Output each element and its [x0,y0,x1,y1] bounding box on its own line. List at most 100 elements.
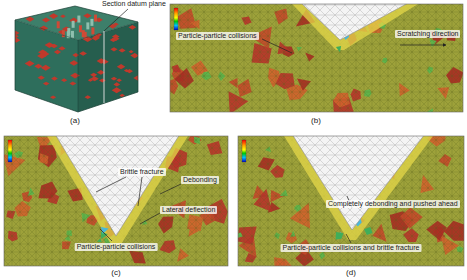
cube-particles [12,4,142,113]
particle [37,53,47,59]
particle [23,103,28,106]
debris [336,46,341,52]
particle [38,76,45,80]
particle [58,46,65,50]
callout-label: Lateral deflection [160,206,217,214]
debris [101,227,109,234]
particle [113,82,120,86]
debris [97,239,102,243]
callout-label: Particle-particle collisions and brittle… [281,244,422,252]
panel-letter: (b) [309,116,323,125]
particle [69,81,76,85]
raised-particle [90,19,93,26]
particle [61,78,67,82]
leader-line [138,177,142,206]
fem-panel [170,4,463,112]
particle [100,59,108,64]
particle [83,13,91,18]
fem-panel [4,136,228,266]
particle [53,4,61,9]
particle [42,18,50,23]
contour-bar [242,140,246,162]
fem-panel [238,136,464,266]
leader-line [96,177,126,192]
particle [12,38,21,43]
particle [51,77,58,81]
particle [133,76,141,81]
particle [50,95,56,99]
callout-label: Particle-particle collisions [75,243,158,251]
particle [129,25,137,30]
particle [129,50,134,53]
cube-edge [78,40,79,112]
cube-outline [15,6,138,112]
panel-letter: (a) [68,116,82,125]
raised-particle [91,27,94,34]
leader-line [104,9,128,31]
raised-particle [62,30,65,37]
indenter [55,136,180,236]
particle [109,109,116,113]
particle [49,13,58,19]
panel-group [3,0,467,276]
particle [54,50,61,54]
raised-particle [77,16,80,23]
panel-letter: (c) [109,268,122,277]
callout-label: Particle-particle collisions [176,32,259,40]
panel-frame [238,136,464,266]
particle [99,78,106,82]
particle [117,64,125,69]
panel-frame [4,136,228,266]
particle [90,76,98,81]
particle [32,97,41,102]
callout-label: Debonding [181,176,219,184]
callout-label: Scratching direction [395,30,460,38]
mesh [170,4,463,112]
debris [364,227,373,235]
particle [34,64,42,69]
particle [25,61,35,67]
particle [119,48,126,52]
raised-particle [79,25,82,32]
contour-bar [8,140,12,162]
particle [112,87,122,93]
leader-line [160,184,181,194]
leader-line [346,234,351,243]
particle [126,69,133,73]
particle [111,77,117,81]
leader-line [100,229,112,241]
particle [110,47,117,51]
indenter-mesh [292,136,425,230]
cube-side [78,22,138,112]
particle [84,95,91,99]
raised-particle [67,28,70,35]
particle [43,82,50,86]
particle [90,73,97,77]
indenter [300,4,410,40]
particle [107,8,113,11]
indenter-mesh [55,136,180,236]
direction-arrow [400,45,446,46]
callout-label: Completely debonding and pushed ahead [326,200,460,208]
panel-letter: (d) [344,268,358,277]
particle [79,51,87,56]
particle [112,34,120,39]
indenter [292,136,425,230]
raised-particle [86,22,89,29]
raised-particle [71,31,74,38]
cube-front [15,20,78,112]
particle [69,60,78,66]
particle [56,108,62,112]
particle [41,65,51,71]
leader-line [262,39,292,53]
panel-frame [170,4,463,112]
particle [12,31,20,36]
raised-particle [94,15,97,22]
cube-edge [15,20,138,40]
indenter-mesh [300,4,410,40]
cube-model [12,4,142,113]
leader-line [140,213,160,224]
